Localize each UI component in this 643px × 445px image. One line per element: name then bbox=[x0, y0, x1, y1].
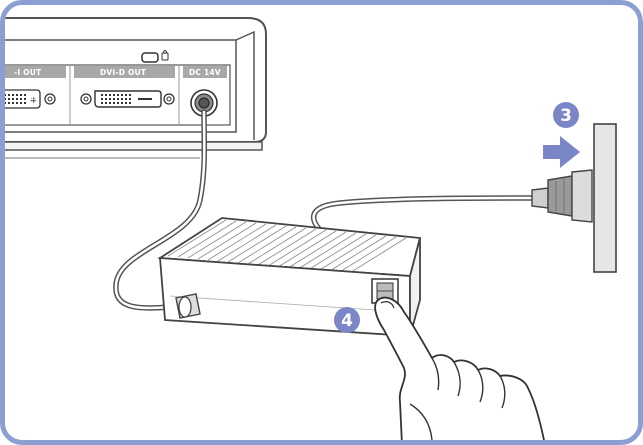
step-badge-3: 3 bbox=[553, 102, 579, 128]
step-badge-4: 4 bbox=[334, 307, 360, 333]
hdmi-port-label: -I OUT bbox=[14, 68, 42, 77]
ac-cable bbox=[314, 198, 540, 232]
right-arrow-icon bbox=[543, 136, 580, 168]
svg-text:4: 4 bbox=[341, 311, 353, 331]
svg-text:3: 3 bbox=[560, 106, 572, 126]
dc-port-label: DC 14V bbox=[189, 68, 221, 77]
monitor-base: -I OUT DVI-D OUT DC 14V ⁜ bbox=[0, 18, 266, 158]
dvi-port-label: DVI-D OUT bbox=[100, 68, 147, 77]
ac-plug bbox=[532, 170, 592, 222]
hand-icon bbox=[375, 298, 545, 445]
wall-outlet bbox=[594, 124, 616, 272]
svg-text:⁜: ⁜ bbox=[30, 96, 37, 105]
dvi-d-port bbox=[81, 91, 174, 107]
